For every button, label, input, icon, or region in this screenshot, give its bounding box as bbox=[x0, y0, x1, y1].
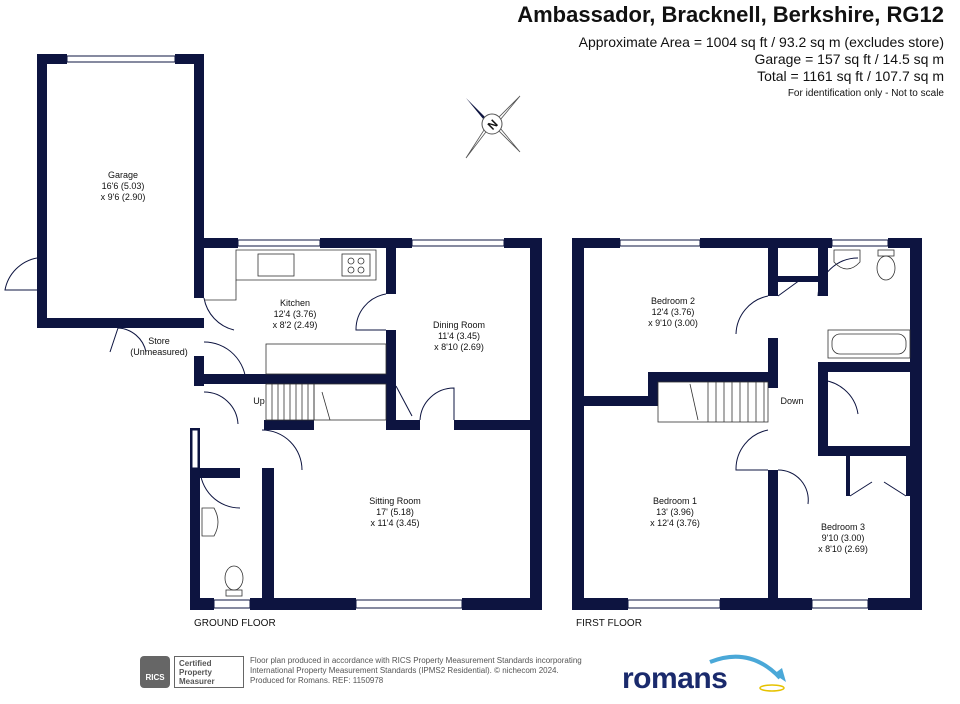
room-dim-1: 9'10 (3.00) bbox=[821, 533, 865, 543]
room-bedroom-3: Bedroom 3 9'10 (3.00) x 8'10 (2.69) bbox=[798, 522, 888, 555]
room-dim-1: 16'6 (5.03) bbox=[101, 181, 145, 191]
room-name: Bedroom 2 bbox=[650, 296, 696, 306]
room-sitting: Sitting Room 17' (5.18) x 11'4 (3.45) bbox=[350, 496, 440, 529]
ground-floor-label: GROUND FLOOR bbox=[194, 618, 276, 629]
room-dim-1: 12'4 (3.76) bbox=[273, 309, 317, 319]
romans-logo: romans bbox=[622, 662, 728, 695]
room-dim-2: x 11'4 (3.45) bbox=[370, 518, 420, 528]
room-dim-2: x 8'10 (2.69) bbox=[818, 544, 868, 554]
first-floor-label: FIRST FLOOR bbox=[576, 618, 642, 629]
room-bedroom-1: Bedroom 1 13' (3.96) x 12'4 (3.76) bbox=[630, 496, 720, 529]
room-name: Dining Room bbox=[432, 320, 486, 330]
compass-north-icon: N bbox=[465, 95, 521, 159]
page-title: Ambassador, Bracknell, Berkshire, RG12 bbox=[517, 2, 944, 27]
footer-line-1: Floor plan produced in accordance with R… bbox=[250, 656, 582, 665]
room-garage: Garage 16'6 (5.03) x 9'6 (2.90) bbox=[78, 170, 168, 203]
room-dim-1: 13' (3.96) bbox=[656, 507, 694, 517]
room-dim-2: x 8'2 (2.49) bbox=[272, 320, 318, 330]
room-dim-1: 17' (5.18) bbox=[376, 507, 414, 517]
room-name: Store bbox=[148, 336, 170, 346]
room-dim-1: 12'4 (3.76) bbox=[651, 307, 695, 317]
room-bedroom-2: Bedroom 2 12'4 (3.76) x 9'10 (3.00) bbox=[628, 296, 718, 329]
rics-cert-text: Certified Property Measurer bbox=[174, 656, 244, 688]
stairs-up-label: Up bbox=[253, 396, 265, 406]
area-total: Total = 1161 sq ft / 107.7 sq m bbox=[757, 68, 944, 84]
room-name: Garage bbox=[107, 170, 139, 180]
room-name: Bedroom 3 bbox=[820, 522, 866, 532]
footer-line-3: Produced for Romans. REF: 1150978 bbox=[250, 676, 384, 685]
room-dim-2: x 9'10 (3.00) bbox=[648, 318, 698, 328]
room-dim-2: x 12'4 (3.76) bbox=[650, 518, 700, 528]
rics-cert-line-2: Property bbox=[179, 668, 212, 677]
romans-swoosh-icon bbox=[709, 654, 786, 692]
room-dim-2: x 8'10 (2.69) bbox=[434, 342, 484, 352]
room-kitchen: Kitchen 12'4 (3.76) x 8'2 (2.49) bbox=[250, 298, 340, 331]
room-dim-1: (Unmeasured) bbox=[130, 347, 188, 357]
room-dining: Dining Room 11'4 (3.45) x 8'10 (2.69) bbox=[414, 320, 504, 353]
rics-certified-badge: RICS Certified Property Measurer bbox=[140, 656, 244, 688]
room-dim-1: 11'4 (3.45) bbox=[437, 331, 481, 341]
footer-line-2: International Property Measurement Stand… bbox=[250, 666, 559, 675]
room-name: Kitchen bbox=[279, 298, 311, 308]
area-garage: Garage = 157 sq ft / 14.5 sq m bbox=[754, 51, 945, 67]
rics-logo-icon: RICS bbox=[140, 656, 170, 688]
room-name: Bedroom 1 bbox=[652, 496, 698, 506]
footer-disclaimer: Floor plan produced in accordance with R… bbox=[250, 656, 582, 686]
room-dim-2: x 9'6 (2.90) bbox=[100, 192, 146, 202]
stairs-down-label: Down bbox=[780, 396, 804, 406]
room-store: Store (Unmeasured) bbox=[124, 336, 194, 358]
room-name: Sitting Room bbox=[369, 496, 421, 506]
disclaimer-note: For identification only - Not to scale bbox=[787, 88, 944, 99]
rics-cert-line-1: Certified bbox=[179, 659, 212, 668]
area-total-excl-store: Approximate Area = 1004 sq ft / 93.2 sq … bbox=[578, 34, 944, 50]
rics-cert-line-3: Measurer bbox=[179, 677, 215, 686]
